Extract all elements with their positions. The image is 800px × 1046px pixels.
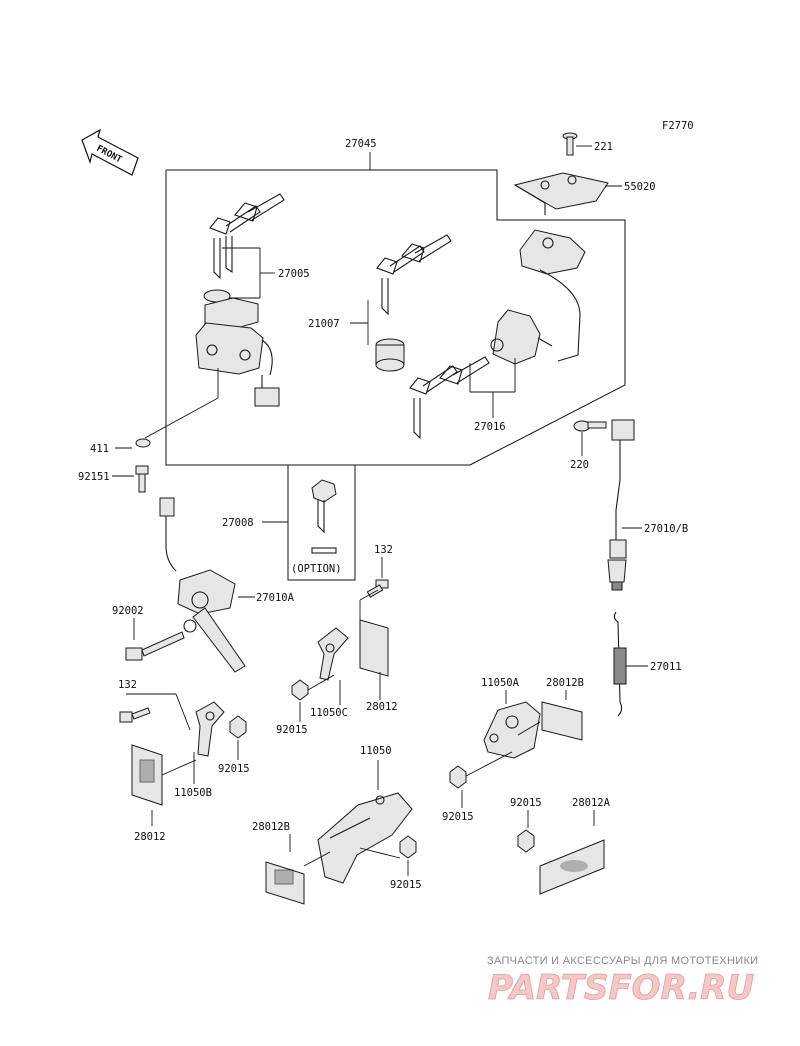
label-21007: 21007 — [308, 318, 340, 330]
pad-28012-left — [131, 744, 163, 806]
label-92015-mid: 92015 — [442, 811, 474, 823]
bracket-55020 — [513, 172, 609, 215]
label-92015-lower: 92015 — [390, 879, 422, 891]
lock-bracket — [519, 229, 586, 362]
switch-27010b — [607, 419, 635, 591]
label-27011: 27011 — [650, 661, 682, 673]
label-92015-upper: 92015 — [276, 724, 308, 736]
key-set-upper — [376, 234, 452, 316]
nut-92015-mid — [449, 765, 467, 789]
label-55020: 55020 — [624, 181, 656, 193]
label-92015-right: 92015 — [510, 797, 542, 809]
washer-411 — [135, 438, 151, 448]
label-28012b-lower: 28012B — [252, 821, 290, 833]
bracket-11050 — [317, 792, 413, 884]
key-set-27005 — [209, 193, 285, 280]
key-set-lower — [409, 356, 490, 440]
label-411: 411 — [90, 443, 109, 455]
label-28012b-right: 28012B — [546, 677, 584, 689]
label-11050: 11050 — [360, 745, 392, 757]
label-28012a: 28012A — [572, 797, 611, 809]
option-key-27008 — [311, 479, 337, 554]
front-arrow-icon: FRONT — [81, 128, 139, 176]
spring-27011 — [613, 611, 627, 717]
pad-28012a — [539, 839, 605, 895]
bracket-11050a — [483, 701, 541, 759]
ignition-switch — [195, 289, 280, 407]
label-27010b: 27010/B — [644, 523, 688, 535]
label-220: 220 — [570, 459, 589, 471]
bolt-92151 — [135, 465, 149, 493]
assembly-box — [165, 169, 626, 466]
label-28012-left: 28012 — [134, 831, 166, 843]
label-11050c: 11050C — [310, 707, 348, 719]
watermark-brand: PARTSFOR.RU — [488, 968, 754, 1008]
bolt-92002 — [125, 631, 185, 661]
option-box — [287, 465, 356, 581]
screw-221 — [562, 132, 578, 156]
label-132-lower: 132 — [118, 679, 137, 691]
label-11050b: 11050B — [174, 787, 212, 799]
bracket-11050c — [317, 627, 349, 681]
label-92002: 92002 — [112, 605, 144, 617]
label-221: 221 — [594, 141, 613, 153]
label-27005: 27005 — [278, 268, 310, 280]
label-132-upper: 132 — [374, 544, 393, 556]
nut-92015-upper — [291, 679, 309, 701]
nut-92015-lower — [399, 835, 417, 859]
label-27016: 27016 — [474, 421, 506, 433]
label-92015-left: 92015 — [218, 763, 250, 775]
switch-27010a — [159, 497, 246, 673]
label-11050a: 11050A — [481, 677, 520, 689]
seat-lock-27016 — [490, 309, 553, 365]
bolt-132-lower — [119, 707, 151, 723]
pad-28012b-right — [541, 701, 583, 741]
label-option: (OPTION) — [291, 563, 342, 575]
nut-92015-right — [517, 829, 535, 853]
watermark-subtitle: ЗАПЧАСТИ И АКСЕССУАРЫ ДЛЯ МОТОТЕХНИКИ — [487, 955, 758, 967]
screw-220 — [573, 420, 607, 432]
pad-28012b-lower — [265, 861, 305, 905]
diagram-code: F2770 — [662, 120, 694, 132]
nut-92015-left — [229, 715, 247, 739]
pad-28012-right — [359, 619, 389, 677]
label-27045: 27045 — [345, 138, 377, 150]
lock-cylinder-21007 — [375, 338, 405, 372]
label-27008: 27008 — [222, 517, 254, 529]
label-92151: 92151 — [78, 471, 110, 483]
label-27010a: 27010A — [256, 592, 295, 604]
bracket-11050b — [195, 701, 225, 757]
label-28012-right: 28012 — [366, 701, 398, 713]
